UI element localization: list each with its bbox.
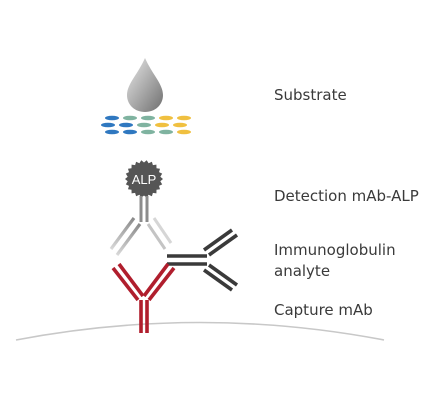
substrate-dot (123, 115, 137, 121)
surface-curve (15, 321, 385, 341)
capture-antibody-icon (111, 262, 176, 333)
substrate-dot (101, 122, 115, 128)
substrate-dot (177, 129, 191, 135)
substrate-dot (177, 115, 191, 121)
droplet-icon (127, 58, 163, 112)
capture-antibody-label: Capture mAb (274, 301, 373, 319)
substrate-dot (141, 129, 155, 135)
detection-antibody-icon (109, 196, 173, 256)
substrate-dot (173, 122, 187, 128)
substrate-dot (119, 122, 133, 128)
substrate-dot (137, 122, 151, 128)
immunoglobulin-analyte-label: Immunoglobulin analyte (274, 241, 396, 280)
enzyme-badge-icon: ALP (125, 160, 163, 198)
detection-antibody-label: Detection mAb-ALP (274, 187, 419, 205)
enzyme-label: ALP (132, 172, 157, 187)
substrate-dot (155, 122, 169, 128)
substrate-dot (105, 115, 119, 121)
substrate-dots (101, 115, 191, 135)
substrate-dot (159, 115, 173, 121)
substrate-dot (141, 115, 155, 121)
substrate-dot (159, 129, 173, 135)
substrate-dot (105, 129, 119, 135)
analyte-antibody-icon (167, 228, 239, 292)
substrate-label: Substrate (274, 86, 347, 104)
substrate-dot (123, 129, 137, 135)
